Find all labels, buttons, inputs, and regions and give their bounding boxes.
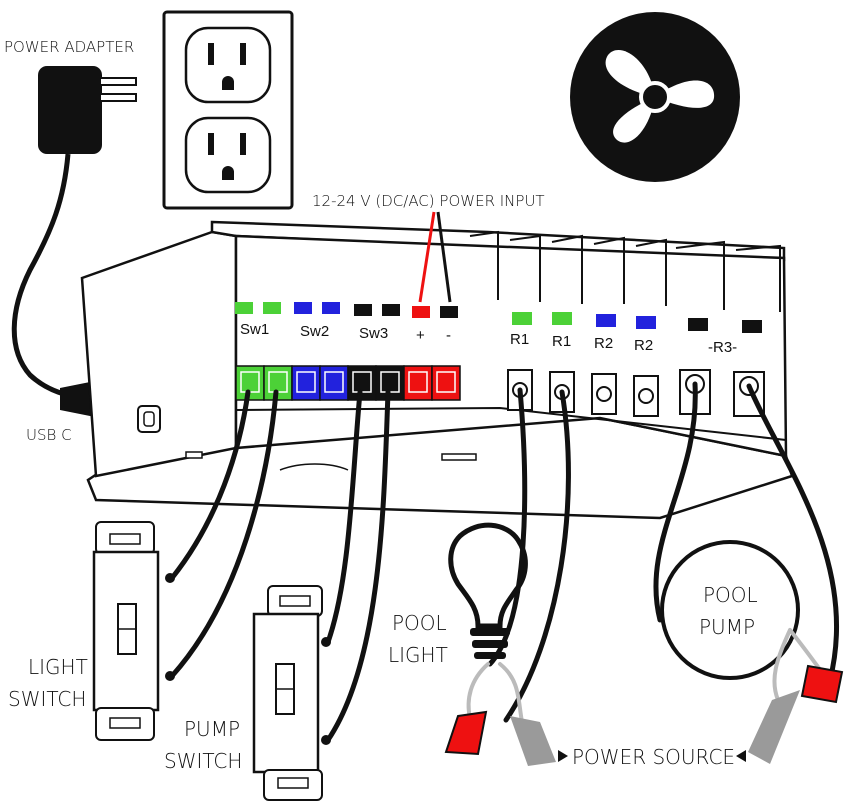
indicator-leds bbox=[235, 302, 762, 333]
fan-icon bbox=[570, 12, 740, 182]
power-source-right-arrow bbox=[736, 750, 746, 762]
power-input-label: 12-24 V (DC/AC) POWER INPUT bbox=[312, 192, 545, 210]
terminal-label-minus: - bbox=[446, 327, 451, 344]
terminal-label-r2-a: R2 bbox=[594, 335, 613, 352]
pool-pump-icon bbox=[660, 540, 800, 680]
load-wires bbox=[466, 381, 840, 724]
pool-pump-label-line1: POOL bbox=[703, 583, 758, 607]
pump-switch-label-line1: PUMP bbox=[184, 717, 240, 741]
terminal-label-r3: -R3- bbox=[708, 339, 737, 356]
wall-outlet-icon bbox=[162, 10, 294, 210]
light-switch-label-line2: SWITCH bbox=[8, 687, 86, 711]
terminal-label-sw3: Sw3 bbox=[359, 325, 388, 342]
power-input-red-wire bbox=[418, 211, 436, 303]
power-source-left-arrow bbox=[558, 750, 568, 762]
pump-switch-device bbox=[252, 585, 331, 801]
terminal-label-r1-a: R1 bbox=[510, 331, 529, 348]
power-source-connectors bbox=[444, 664, 844, 766]
light-bulb-icon bbox=[448, 522, 528, 659]
pool-pump-label-line2: PUMP bbox=[699, 615, 755, 639]
power-input-black-wire bbox=[436, 211, 452, 303]
switch-wires bbox=[169, 389, 391, 743]
pump-switch-label-line2: SWITCH bbox=[164, 749, 242, 773]
pool-light-label-line1: POOL bbox=[392, 611, 447, 635]
power-source-label: POWER SOURCE bbox=[572, 745, 735, 769]
power-adapter-icon bbox=[11, 66, 137, 401]
power-adapter-label: POWER ADAPTER bbox=[4, 38, 134, 56]
terminal-label-sw1: Sw1 bbox=[240, 321, 269, 338]
terminal-label-plus: + bbox=[416, 327, 425, 344]
light-switch-label-line1: LIGHT bbox=[28, 655, 88, 679]
usb-c-label: USB C bbox=[26, 426, 72, 444]
terminal-label-r1-b: R1 bbox=[552, 333, 571, 350]
pool-light-label-line2: LIGHT bbox=[388, 643, 448, 667]
terminal-label-r2-b: R2 bbox=[634, 337, 653, 354]
terminal-label-sw2: Sw2 bbox=[300, 323, 329, 340]
light-switch-device bbox=[92, 521, 175, 741]
switch-terminal-block bbox=[235, 365, 461, 401]
